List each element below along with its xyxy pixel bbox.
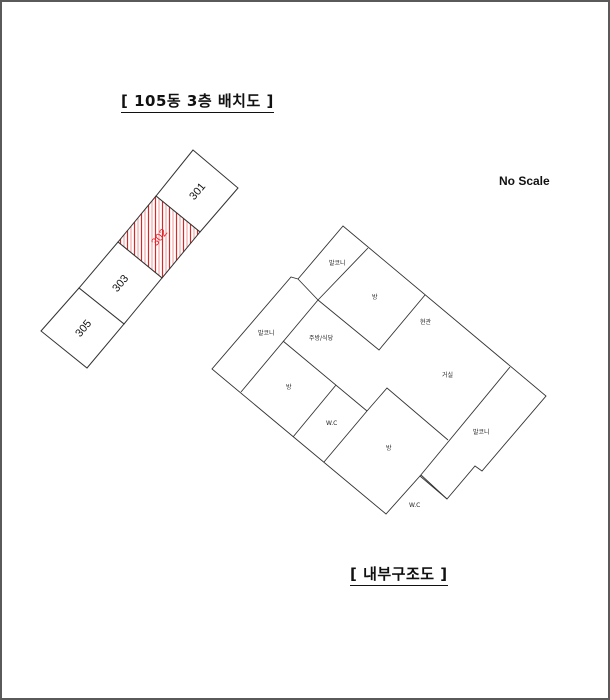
internal-structure-title: [ 내부구조도 ] bbox=[350, 563, 448, 586]
dong-layout-block bbox=[40, 149, 239, 369]
room-label-balcony-left: 발코니 bbox=[258, 329, 275, 337]
room-label-balcony-right: 발코니 bbox=[473, 428, 490, 436]
internal-floor-plan bbox=[211, 225, 547, 515]
room-label-room-3: 방 bbox=[386, 444, 392, 452]
room-labels: 발코니 방 현관 발코니 주방/식당 거실 방 W.C 방 발코니 W.C bbox=[258, 259, 490, 509]
room-label-living: 거실 bbox=[442, 371, 453, 379]
room-label-room-1: 방 bbox=[372, 293, 378, 301]
room-label-kitchen-dining: 주방/식당 bbox=[309, 334, 334, 342]
outer-wall bbox=[211, 225, 547, 515]
room-label-wc-1: W.C bbox=[326, 420, 337, 427]
room-label-wc-2: W.C bbox=[409, 502, 420, 509]
unit-305[interactable] bbox=[40, 287, 125, 369]
scale-note: No Scale bbox=[499, 174, 550, 188]
room-label-balcony-top: 발코니 bbox=[329, 259, 346, 267]
room-label-room-2: 방 bbox=[286, 383, 292, 391]
room-label-entrance: 현관 bbox=[420, 318, 432, 326]
dong-layout-title: [ 105동 3층 배치도 ] bbox=[121, 90, 274, 113]
